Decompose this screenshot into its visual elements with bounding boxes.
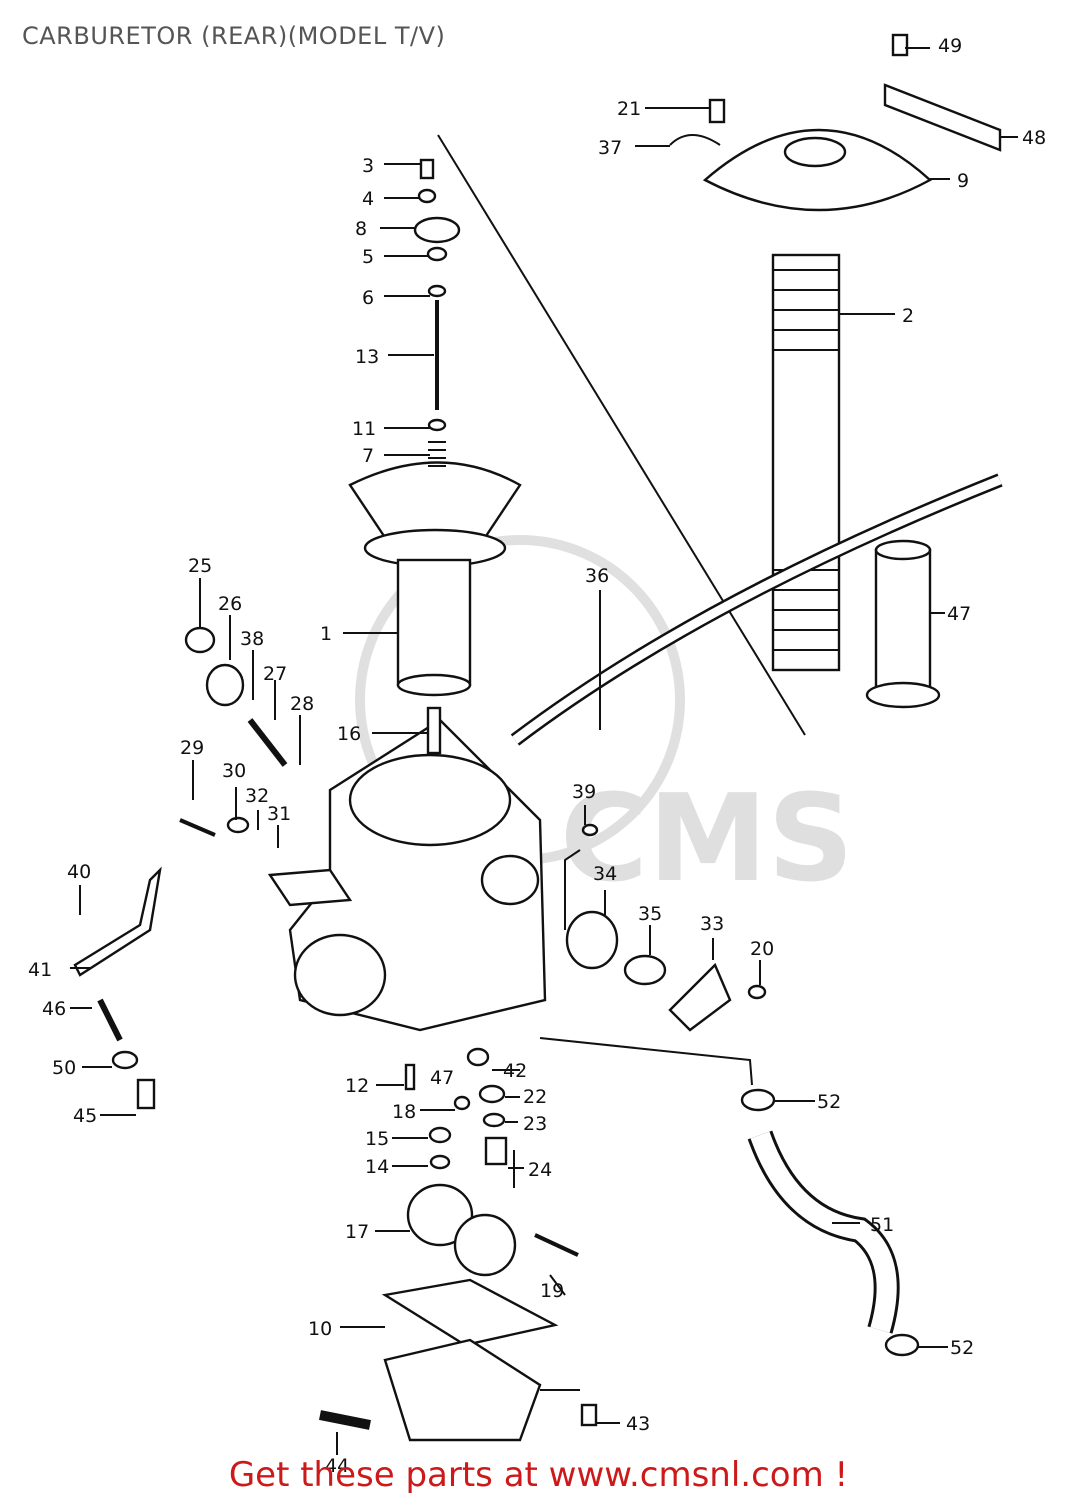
callout-38: 38 — [240, 628, 264, 650]
callout-8: 8 — [355, 218, 367, 240]
callout-22: 22 — [523, 1086, 547, 1108]
callout-labels: 1 2 3 4 5 6 7 8 9 10 11 12 13 14 15 16 1… — [28, 35, 1046, 1477]
callout-29: 29 — [180, 737, 204, 759]
callout-47b: 47 — [947, 603, 971, 625]
callout-39: 39 — [572, 781, 596, 803]
callout-20: 20 — [750, 938, 774, 960]
part-spring[interactable] — [771, 253, 841, 672]
callout-41: 41 — [28, 959, 52, 981]
callout-32: 32 — [245, 785, 269, 807]
callout-48: 48 — [1022, 127, 1046, 149]
callout-24: 24 — [528, 1159, 552, 1181]
part-float-bowl[interactable] — [381, 1278, 559, 1442]
callout-7: 7 — [362, 445, 374, 467]
callout-37: 37 — [598, 137, 622, 159]
callout-1: 1 — [320, 623, 332, 645]
callout-40: 40 — [67, 861, 91, 883]
callout-6: 6 — [362, 287, 374, 309]
callout-9: 9 — [957, 170, 969, 192]
callout-13: 13 — [355, 346, 379, 368]
callout-31: 31 — [267, 803, 291, 825]
callout-26: 26 — [218, 593, 242, 615]
callout-33: 33 — [700, 913, 724, 935]
callout-12: 12 — [345, 1075, 369, 1097]
callout-3: 3 — [362, 155, 374, 177]
callout-50: 50 — [52, 1057, 76, 1079]
callout-10: 10 — [308, 1318, 332, 1340]
callout-52a: 52 — [817, 1091, 841, 1113]
callout-19: 19 — [540, 1280, 564, 1302]
callout-21: 21 — [617, 98, 641, 120]
footer-link-text[interactable]: Get these parts at www.cmsnl.com ! — [228, 1455, 849, 1495]
part-carburetor-body[interactable] — [267, 718, 547, 1032]
callout-45: 45 — [73, 1105, 97, 1127]
callout-5: 5 — [362, 246, 374, 268]
diagram-title: CARBURETOR (REAR)(MODEL T/V) — [22, 22, 446, 50]
callout-52b: 52 — [950, 1337, 974, 1359]
callout-51: 51 — [870, 1214, 894, 1236]
callout-18: 18 — [392, 1101, 416, 1123]
leader-lines — [70, 47, 1018, 1455]
callout-43: 43 — [626, 1413, 650, 1435]
callout-44: 44 — [325, 1455, 349, 1477]
callout-42: 42 — [503, 1060, 527, 1082]
callout-47a: 47 — [430, 1067, 454, 1089]
callout-49: 49 — [938, 35, 962, 57]
callout-27: 27 — [263, 663, 287, 685]
callout-46: 46 — [42, 998, 66, 1020]
callout-2: 2 — [902, 305, 914, 327]
callout-25: 25 — [188, 555, 212, 577]
callout-14: 14 — [365, 1156, 389, 1178]
callout-36: 36 — [585, 565, 609, 587]
callout-28: 28 — [290, 693, 314, 715]
watermark-text: CMS — [560, 770, 854, 909]
part-piston-diaphragm[interactable] — [348, 461, 522, 697]
callout-23: 23 — [523, 1113, 547, 1135]
callout-16: 16 — [337, 723, 361, 745]
part-tube[interactable] — [865, 539, 941, 709]
callout-30: 30 — [222, 760, 246, 782]
callout-4: 4 — [362, 188, 374, 210]
callout-11: 11 — [352, 418, 376, 440]
callout-15: 15 — [365, 1128, 389, 1150]
callout-35: 35 — [638, 903, 662, 925]
callout-34: 34 — [593, 863, 617, 885]
callout-17: 17 — [345, 1221, 369, 1243]
